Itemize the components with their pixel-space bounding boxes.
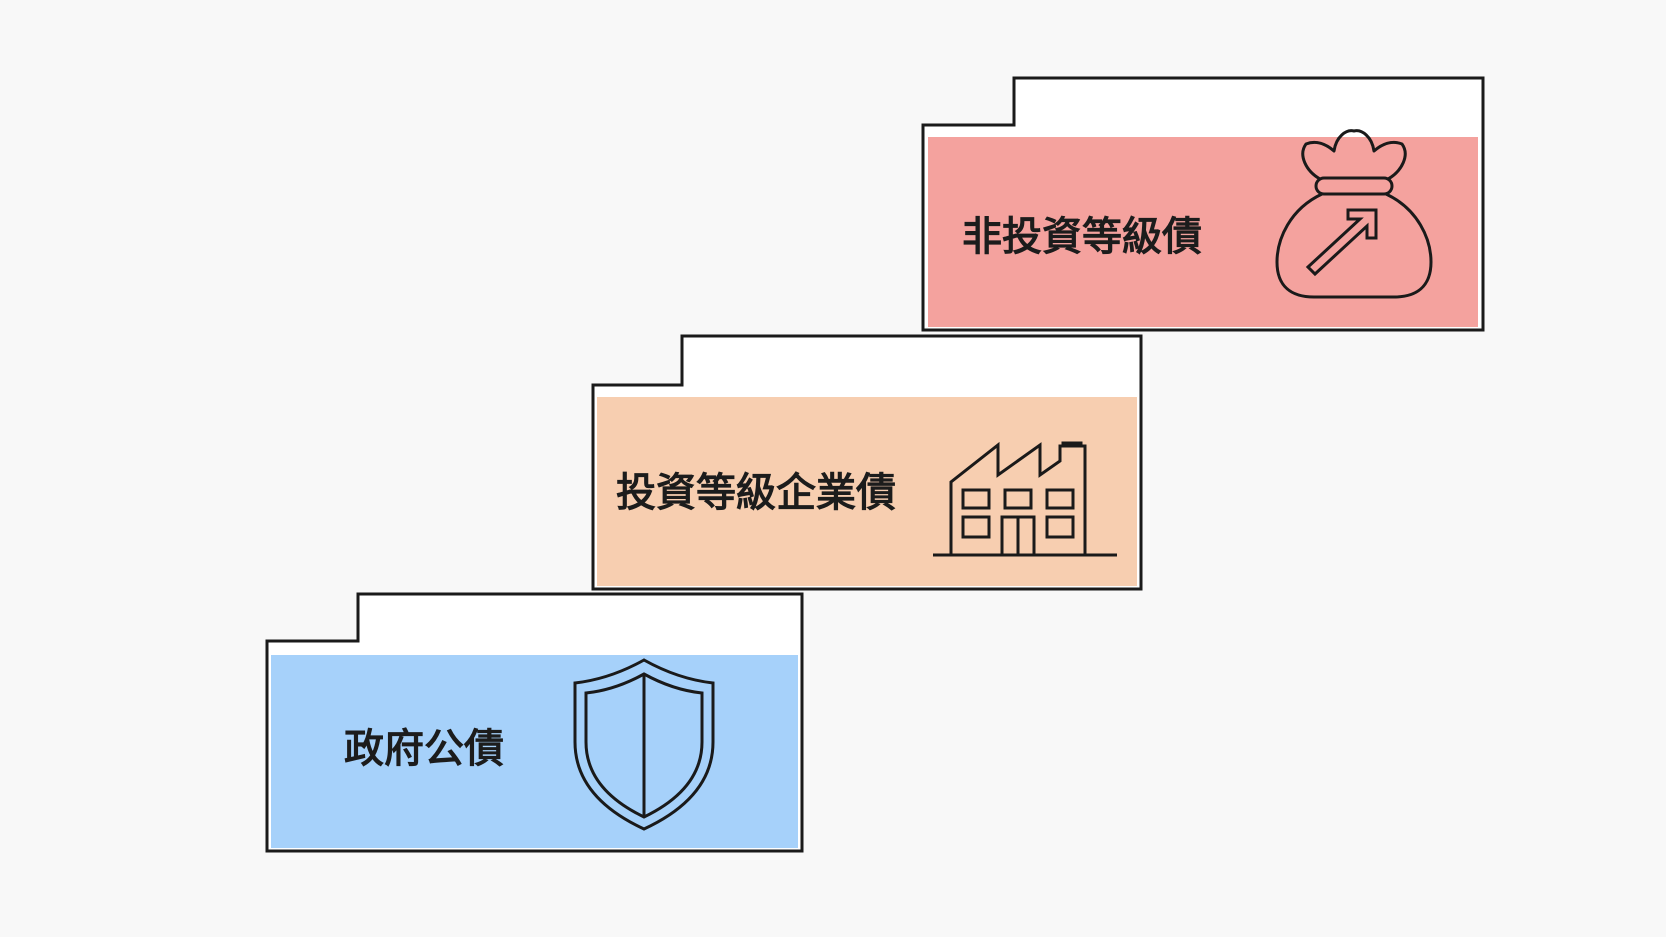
step-non-investment-grade-bonds: 非投資等級債: [921, 76, 1485, 332]
step-fill: [928, 137, 1478, 327]
step-label-investment-grade-corporate-bonds: 投資等級企業債: [616, 470, 896, 516]
factory-icon: [933, 441, 1117, 557]
step-government-bonds: 政府公債: [265, 592, 804, 853]
shield-icon: [573, 658, 715, 831]
step-fill: [271, 655, 798, 848]
step-frame: [921, 76, 1485, 332]
step-frame: [265, 592, 804, 853]
step-label-government-bonds: 政府公債: [344, 726, 504, 772]
step-label-non-investment-grade-bonds: 非投資等級債: [962, 214, 1202, 260]
money-bag-arrow-icon: [1275, 129, 1433, 299]
step-investment-grade-corporate-bonds: 投資等級企業債: [591, 334, 1143, 591]
